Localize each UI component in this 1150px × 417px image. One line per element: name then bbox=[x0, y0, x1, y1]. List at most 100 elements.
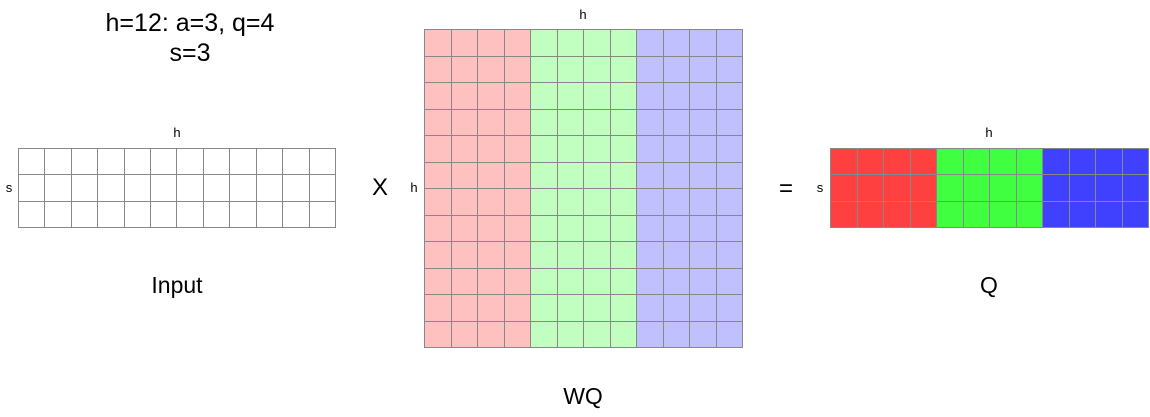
matrix-cell bbox=[98, 149, 125, 176]
title-line-2: s=3 bbox=[169, 39, 211, 67]
matrix-cell bbox=[531, 295, 558, 322]
matrix-cell bbox=[1122, 175, 1149, 202]
matrix-cell bbox=[557, 189, 584, 216]
matrix-cell bbox=[504, 83, 531, 110]
matrix-cell bbox=[584, 268, 611, 295]
matrix-cell bbox=[1096, 149, 1123, 176]
matrix-cell bbox=[663, 56, 690, 83]
matrix-cell bbox=[716, 83, 743, 110]
matrix-cell bbox=[637, 83, 664, 110]
matrix-cell bbox=[584, 83, 611, 110]
title-line-1: h=12: a=3, q=4 bbox=[105, 9, 275, 37]
matrix-cell bbox=[910, 149, 937, 176]
matrix-cell bbox=[203, 201, 231, 228]
matrix-cell bbox=[309, 201, 336, 228]
matrix-cell bbox=[690, 30, 717, 57]
matrix-cell bbox=[1016, 149, 1043, 176]
matrix-cell bbox=[283, 201, 310, 228]
matrix-cell bbox=[531, 109, 558, 136]
matrix-cell bbox=[637, 268, 664, 295]
matrix-cell bbox=[177, 201, 204, 228]
matrix-cell bbox=[19, 175, 46, 202]
matrix-cell bbox=[451, 295, 478, 322]
matrix-cell bbox=[504, 321, 531, 348]
matrix-cell bbox=[663, 109, 690, 136]
matrix-cell bbox=[637, 109, 664, 136]
matrix-cell bbox=[45, 149, 72, 176]
matrix-cell bbox=[716, 56, 743, 83]
matrix-cell bbox=[990, 149, 1017, 176]
matrix-cell bbox=[884, 201, 911, 228]
matrix-cell bbox=[937, 201, 964, 228]
matrix-cell bbox=[584, 162, 611, 189]
matrix-cell bbox=[425, 136, 452, 163]
matrix-cell bbox=[716, 162, 743, 189]
matrix-cell bbox=[990, 175, 1017, 202]
matrix-cell bbox=[610, 56, 637, 83]
matrix-cell bbox=[663, 162, 690, 189]
matrix-cell bbox=[177, 175, 204, 202]
matrix-cell bbox=[504, 109, 531, 136]
matrix-cell bbox=[45, 201, 72, 228]
q-matrix bbox=[830, 148, 1149, 228]
matrix-cell bbox=[857, 175, 884, 202]
matrix-cell bbox=[478, 56, 505, 83]
multiply-operator: X bbox=[371, 174, 388, 201]
matrix-cell bbox=[504, 268, 531, 295]
matrix-cell bbox=[283, 175, 310, 202]
matrix-cell bbox=[557, 83, 584, 110]
matrix-cell bbox=[690, 83, 717, 110]
matrix-cell bbox=[451, 109, 478, 136]
matrix-cell bbox=[203, 149, 231, 176]
matrix-cell bbox=[610, 268, 637, 295]
matrix-cell bbox=[425, 295, 452, 322]
matrix-cell bbox=[663, 83, 690, 110]
matrix-cell bbox=[98, 175, 125, 202]
matrix-cell bbox=[478, 268, 505, 295]
matrix-cell bbox=[504, 162, 531, 189]
matrix-cell bbox=[884, 149, 911, 176]
equals-operator: = bbox=[778, 175, 793, 202]
matrix-cell bbox=[425, 268, 452, 295]
matrix-cell bbox=[690, 56, 717, 83]
matrix-cell bbox=[151, 175, 178, 202]
matrix-cell bbox=[451, 30, 478, 57]
matrix-cell bbox=[478, 321, 505, 348]
matrix-cell bbox=[663, 268, 690, 295]
matrix-cell bbox=[637, 30, 664, 57]
matrix-cell bbox=[1069, 149, 1096, 176]
matrix-cell bbox=[557, 136, 584, 163]
matrix-cell bbox=[831, 149, 858, 176]
matrix-cell bbox=[990, 201, 1017, 228]
matrix-cell bbox=[557, 56, 584, 83]
matrix-cell bbox=[557, 109, 584, 136]
matrix-cell bbox=[690, 242, 717, 269]
matrix-cell bbox=[504, 242, 531, 269]
matrix-cell bbox=[531, 83, 558, 110]
matrix-cell bbox=[19, 149, 46, 176]
matrix-cell bbox=[610, 189, 637, 216]
matrix-cell bbox=[230, 201, 257, 228]
matrix-cell bbox=[716, 268, 743, 295]
matrix-cell bbox=[637, 136, 664, 163]
matrix-cell bbox=[1096, 201, 1123, 228]
matrix-cell bbox=[690, 321, 717, 348]
matrix-cell bbox=[584, 30, 611, 57]
matrix-cell bbox=[451, 268, 478, 295]
matrix-cell bbox=[124, 175, 152, 202]
matrix-cell bbox=[663, 321, 690, 348]
matrix-cell bbox=[716, 136, 743, 163]
matrix-cell bbox=[203, 175, 231, 202]
matrix-cell bbox=[831, 201, 858, 228]
matrix-cell bbox=[637, 242, 664, 269]
matrix-cell bbox=[937, 149, 964, 176]
matrix-cell bbox=[716, 321, 743, 348]
matrix-cell bbox=[910, 175, 937, 202]
matrix-cell bbox=[531, 215, 558, 242]
matrix-cell bbox=[610, 295, 637, 322]
matrix-cell bbox=[478, 30, 505, 57]
matrix-cell bbox=[425, 30, 452, 57]
matrix-cell bbox=[690, 136, 717, 163]
matrix-cell bbox=[504, 30, 531, 57]
matrix-cell bbox=[584, 136, 611, 163]
